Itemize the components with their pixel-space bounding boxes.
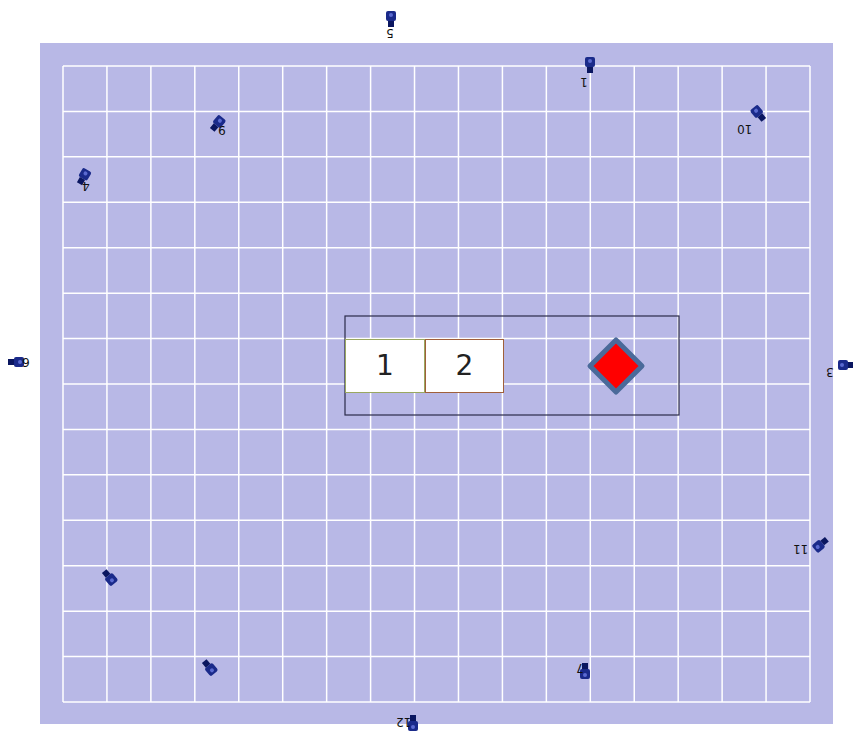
camera-lens	[758, 113, 766, 121]
zone-outline	[345, 316, 679, 415]
camera-group	[8, 11, 853, 731]
camera-lens	[848, 362, 853, 368]
camera-number: 11	[793, 543, 808, 555]
camera-lens	[820, 537, 828, 545]
camera-icon	[386, 11, 396, 27]
camera-icon	[811, 535, 830, 553]
camera-body	[386, 11, 396, 21]
camera-light	[588, 59, 592, 63]
grid-line	[63, 247, 810, 249]
grid-line	[63, 565, 810, 567]
camera-number: 12	[396, 716, 411, 728]
grid-line	[63, 656, 810, 658]
grid-line	[63, 202, 810, 204]
grid-line	[63, 65, 810, 67]
grid-line	[63, 156, 810, 158]
camera-lens	[202, 659, 210, 667]
camera-number: 1	[580, 76, 588, 88]
camera-light	[18, 360, 22, 364]
numbered-box: 1	[345, 339, 425, 393]
camera-lens	[8, 359, 14, 365]
camera-light	[217, 118, 223, 124]
grid-line	[63, 701, 810, 703]
camera-number: 4	[82, 180, 90, 192]
camera-number: 9	[218, 124, 226, 136]
arena-floor	[40, 43, 833, 724]
camera-icon	[200, 658, 218, 677]
camera-light	[389, 13, 393, 17]
camera-light	[209, 667, 215, 673]
camera-body	[838, 360, 848, 370]
camera-body	[585, 57, 595, 67]
camera-number: 5	[386, 27, 394, 39]
camera-icon	[8, 357, 24, 367]
grid-line	[63, 520, 810, 522]
grid-line	[63, 111, 810, 113]
camera-lens	[102, 569, 110, 577]
numbered-box: 2	[425, 339, 504, 393]
camera-lens	[587, 67, 593, 73]
camera-light	[840, 363, 844, 367]
box-number: 1	[376, 352, 394, 380]
camera-light	[815, 544, 821, 550]
grid-line	[63, 474, 810, 476]
floor-grid	[63, 66, 810, 702]
grid-line	[63, 292, 810, 294]
camera-icon	[750, 104, 768, 123]
camera-number: 7	[576, 662, 584, 674]
target-diamond	[590, 340, 642, 392]
camera-light	[109, 577, 115, 583]
camera-number: 10	[737, 123, 752, 135]
grid-line	[63, 610, 810, 612]
camera-lens	[210, 123, 218, 131]
camera-icon	[838, 360, 853, 370]
camera-icon	[100, 568, 118, 587]
grid-line	[63, 429, 810, 431]
camera-light	[411, 725, 415, 729]
camera-number: 6	[22, 356, 30, 368]
camera-light	[83, 171, 88, 176]
camera-number: 3	[826, 366, 834, 378]
box-number: 2	[456, 352, 474, 380]
camera-light	[753, 108, 759, 114]
camera-icon	[585, 57, 595, 73]
